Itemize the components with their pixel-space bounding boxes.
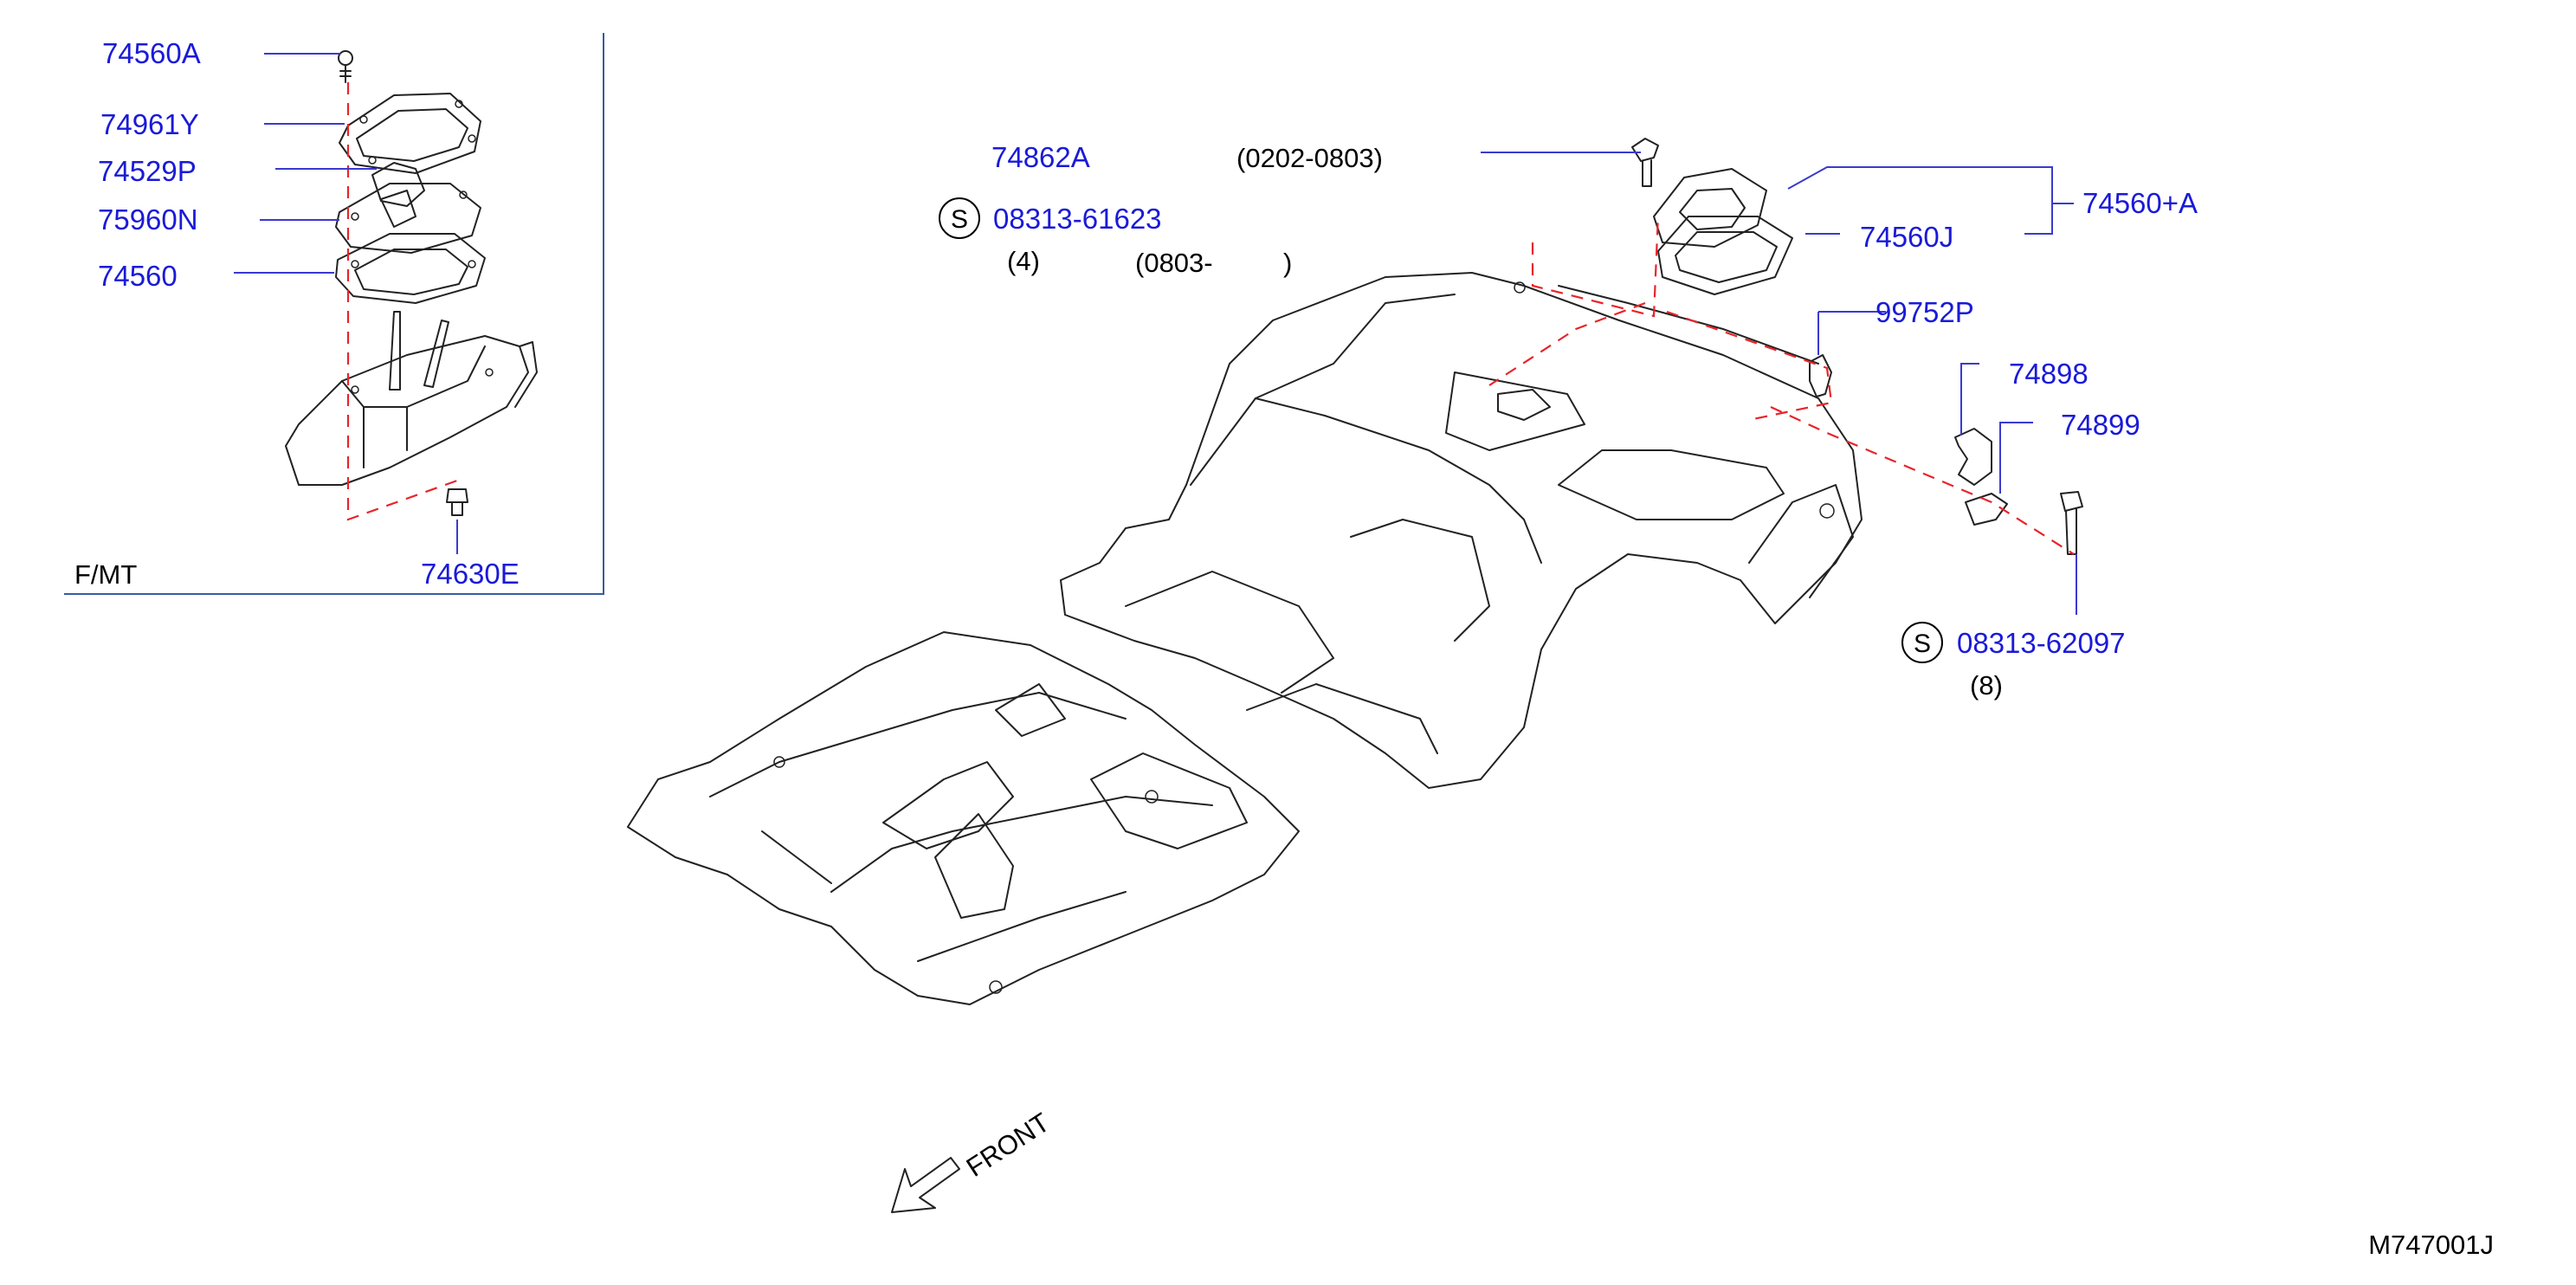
front-arrow-icon (891, 1157, 960, 1213)
inset-panel: 74560A 74961Y 74529P 75960N 74560 74630E… (64, 33, 604, 595)
front-label: FRONT (961, 1107, 1056, 1183)
standard-marker-2-letter: S (1914, 630, 1931, 658)
diagram-code: M747001J (2368, 1230, 2494, 1260)
part-75960N: 75960N (98, 203, 198, 236)
part-74529P: 74529P (98, 155, 197, 187)
part-74961Y: 74961Y (100, 108, 199, 140)
spare-tire-clamp-drawing (1631, 138, 1793, 295)
part-08313-61623-note-end: ) (1283, 248, 1292, 278)
standard-marker-1-letter: S (951, 205, 968, 234)
inset-label: F/MT (74, 559, 137, 590)
part-74862A: 74862A (991, 141, 1090, 173)
shift-boot-assembly-drawing (285, 50, 538, 516)
inset-frame (64, 33, 604, 595)
front-floor-panel-drawing (627, 631, 1300, 1005)
part-08313-62097: 08313-62097 (1957, 627, 2126, 659)
part-74862A-note: (0202-0803) (1236, 143, 1383, 173)
standard-part-marker-1 (939, 197, 980, 239)
part-74560J: 74560J (1860, 221, 1953, 253)
part-74560: 74560 (98, 260, 178, 292)
rear-floor-panel-drawing (1060, 272, 1863, 789)
part-74560plusA: 74560+A (2082, 187, 2198, 219)
part-08313-61623-qty: (4) (1007, 246, 1040, 276)
part-74899: 74899 (2061, 409, 2140, 441)
part-08313-61623-note-start: (0803- (1135, 248, 1213, 278)
part-08313-61623: 08313-61623 (993, 203, 1162, 235)
standard-part-marker-2 (1901, 622, 1943, 663)
part-74898: 74898 (2009, 358, 2089, 390)
part-08313-62097-qty: (8) (1970, 670, 2003, 701)
part-74560A: 74560A (102, 37, 201, 69)
part-99752P: 99752P (1876, 296, 1974, 328)
part-74630E: 74630E (421, 558, 520, 590)
